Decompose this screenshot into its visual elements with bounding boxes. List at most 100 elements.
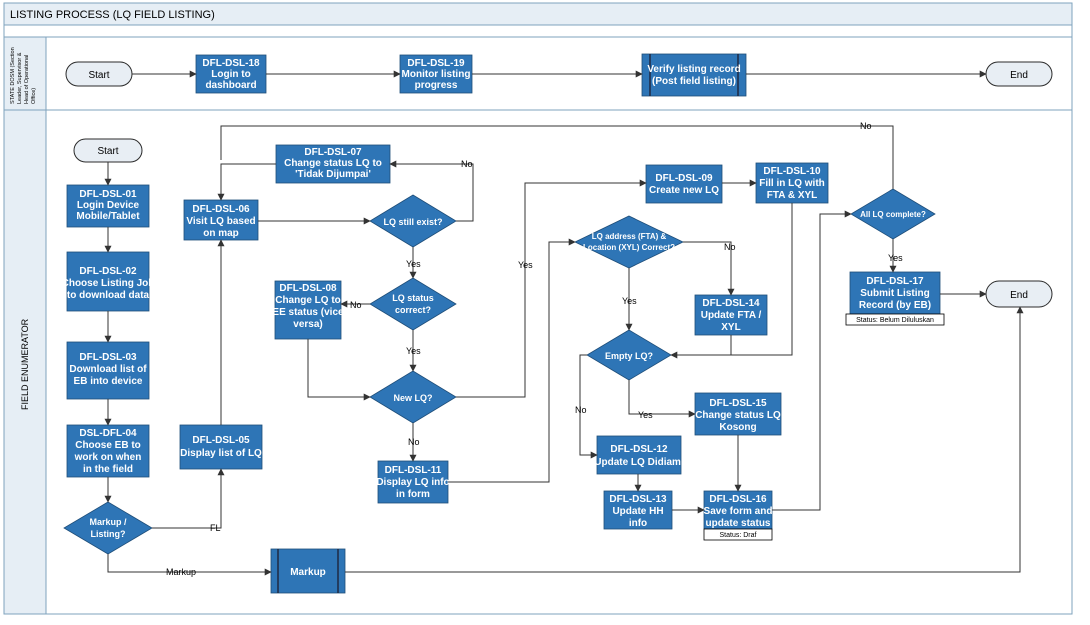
dsl10-line3: FTA & XYL xyxy=(767,190,818,201)
process-dfl-dsl-05 xyxy=(179,424,263,470)
edge-fl-to-dsl05 xyxy=(152,468,225,529)
dsl17-line1: DFL-DSL-17 xyxy=(866,276,924,287)
lane-state-dosm-label-3: Head of Operational xyxy=(24,55,30,104)
decision-lq-address-line2: Location (XYL) Correct? xyxy=(583,243,675,252)
edge-lq-address-no-to-dsl14 xyxy=(683,241,735,296)
lane-field-enumerator xyxy=(3,109,1073,615)
dsl13-line3: info xyxy=(629,518,647,529)
dsl19-line3: progress xyxy=(415,80,458,91)
dsl11-line2: Display LQ info xyxy=(376,477,449,488)
dsl12-line1: DFL-DSL-12 xyxy=(610,444,668,455)
start-label-top: Start xyxy=(88,70,109,81)
status-belum-badge xyxy=(845,313,945,326)
edge-label-markup: Markup xyxy=(166,567,196,577)
dsl06-line3: on map xyxy=(203,228,239,239)
dsl08-line2: Change LQ to xyxy=(275,295,341,306)
dsl02-line2: Choose Listing Job xyxy=(62,278,155,289)
decision-markup-line2: Listing? xyxy=(91,529,126,539)
process-dfl-dsl-11 xyxy=(377,460,449,504)
verify-line1: Verify listing record xyxy=(647,64,740,75)
dsl10-line1: DFL-DSL-10 xyxy=(763,166,821,177)
dsl16-line2: Save form and xyxy=(704,506,773,517)
header-spacer xyxy=(3,24,1073,38)
edge-label-no-all-complete: No xyxy=(860,121,872,131)
edge-lq-exist-no-to-dsl07 xyxy=(389,160,474,222)
dsl14-line3: XYL xyxy=(721,322,740,333)
edge-empty-no-to-dsl12 xyxy=(579,354,598,459)
start-label-field: Start xyxy=(97,146,118,157)
dsl07-line1: DFL-DSL-07 xyxy=(304,147,362,158)
edge-dsl07-to-dsl06 xyxy=(217,163,276,201)
edge-label-no-lq-address: No xyxy=(724,242,736,252)
process-dfl-dsl-18 xyxy=(195,54,267,94)
dsl04-line4: in the field xyxy=(83,464,133,475)
dsl10-line2: Fill in LQ with xyxy=(759,178,825,189)
dsl05-line1: DFL-DSL-05 xyxy=(192,435,250,446)
dsl04-line2: Choose EB to xyxy=(75,440,141,451)
process-dsl-dfl-04 xyxy=(66,424,150,478)
dsl11-line1: DFL-DSL-11 xyxy=(385,465,442,476)
dsl08-line1: DFL-DSL-08 xyxy=(279,283,337,294)
edge-label-yes-lq-status: Yes xyxy=(406,346,421,356)
lane-state-dosm-header xyxy=(3,36,47,111)
dsl09-line2: Create new LQ xyxy=(649,185,719,196)
edge-label-no-new-lq: No xyxy=(408,437,420,447)
dsl17-line3: Record (by EB) xyxy=(859,300,931,311)
decision-lq-exist-label: LQ still exist? xyxy=(383,217,442,227)
process-dfl-dsl-12 xyxy=(596,435,682,475)
dsl03-line2: Download list of xyxy=(69,364,147,375)
edge-markup-to-end xyxy=(345,306,1024,573)
dsl08-line3: EE status (vice xyxy=(272,307,344,318)
dsl01-line2: Login Device xyxy=(77,200,140,211)
dsl19-line1: DFL-DSL-19 xyxy=(407,58,465,69)
dsl16-line1: DFL-DSL-16 xyxy=(709,494,767,505)
dsl07-line3: 'Tidak Dijumpai' xyxy=(295,169,371,180)
decision-lq-address-correct xyxy=(574,215,684,269)
dsl07-line2: Change status LQ to xyxy=(284,158,382,169)
dsl04-line3: work on when xyxy=(74,452,142,463)
lane-state-dosm-label-2: Leader, Supervisor & xyxy=(17,52,23,104)
dsl12-line2: Update LQ Didiami xyxy=(594,457,684,468)
dsl06-line1: DFL-DSL-06 xyxy=(192,204,250,215)
subprocess-verify-listing xyxy=(641,53,747,97)
lane-field-enumerator-label: FIELD ENUMERATOR xyxy=(20,318,30,410)
dsl02-line1: DFL-DSL-02 xyxy=(79,266,137,277)
dsl03-line3: EB into device xyxy=(74,376,143,387)
dsl09-line1: DFL-DSL-09 xyxy=(655,173,713,184)
edge-label-yes-lq-exist: Yes xyxy=(406,259,421,269)
edge-label-yes-empty: Yes xyxy=(638,410,653,420)
process-dfl-dsl-14 xyxy=(694,294,768,336)
edge-dsl16-to-all-complete xyxy=(772,210,852,511)
process-dfl-dsl-07 xyxy=(275,144,391,184)
lane-state-dosm-label-1: STATE DOSM (Section xyxy=(10,47,16,104)
dsl11-line3: in form xyxy=(396,489,430,500)
dsl13-line1: DFL-DSL-13 xyxy=(609,494,667,505)
status-draf-badge xyxy=(703,528,773,541)
dsl16-line3: update status xyxy=(705,518,770,529)
end-label-field: End xyxy=(1010,290,1028,301)
dsl01-line3: Mobile/Tablet xyxy=(76,211,140,222)
edge-label-yes-new-lq: Yes xyxy=(518,260,533,270)
dsl14-line2: Update FTA / xyxy=(701,310,762,321)
status-belum-label: Status: Belum Diluluskan xyxy=(856,317,934,324)
decision-all-complete-label: All LQ complete? xyxy=(860,210,926,219)
verify-line2: (Post field listing) xyxy=(652,76,736,87)
decision-markup-line1: Markup / xyxy=(89,517,127,527)
decision-lq-status-correct xyxy=(369,277,457,331)
edge-label-no-empty: No xyxy=(575,405,587,415)
lane-state-dosm-label-4: Office) xyxy=(31,88,37,104)
dsl18-line1: DFL-DSL-18 xyxy=(202,58,260,69)
decision-empty-lq-label: Empty LQ? xyxy=(605,351,653,361)
process-dfl-dsl-10 xyxy=(755,162,829,204)
edge-label-no-lq-status: No xyxy=(350,300,362,310)
dsl18-line2: Login to xyxy=(211,69,250,80)
edge-dsl10-to-empty-lq xyxy=(670,203,793,359)
dsl13-line2: Update HH xyxy=(612,506,663,517)
dsl14-line1: DFL-DSL-14 xyxy=(702,298,760,309)
dsl17-line2: Submit Listing xyxy=(860,288,929,299)
process-dfl-dsl-06 xyxy=(183,199,259,241)
edge-label-no-lq-exist: No xyxy=(461,159,473,169)
dsl04-line1: DSL-DFL-04 xyxy=(79,428,137,439)
